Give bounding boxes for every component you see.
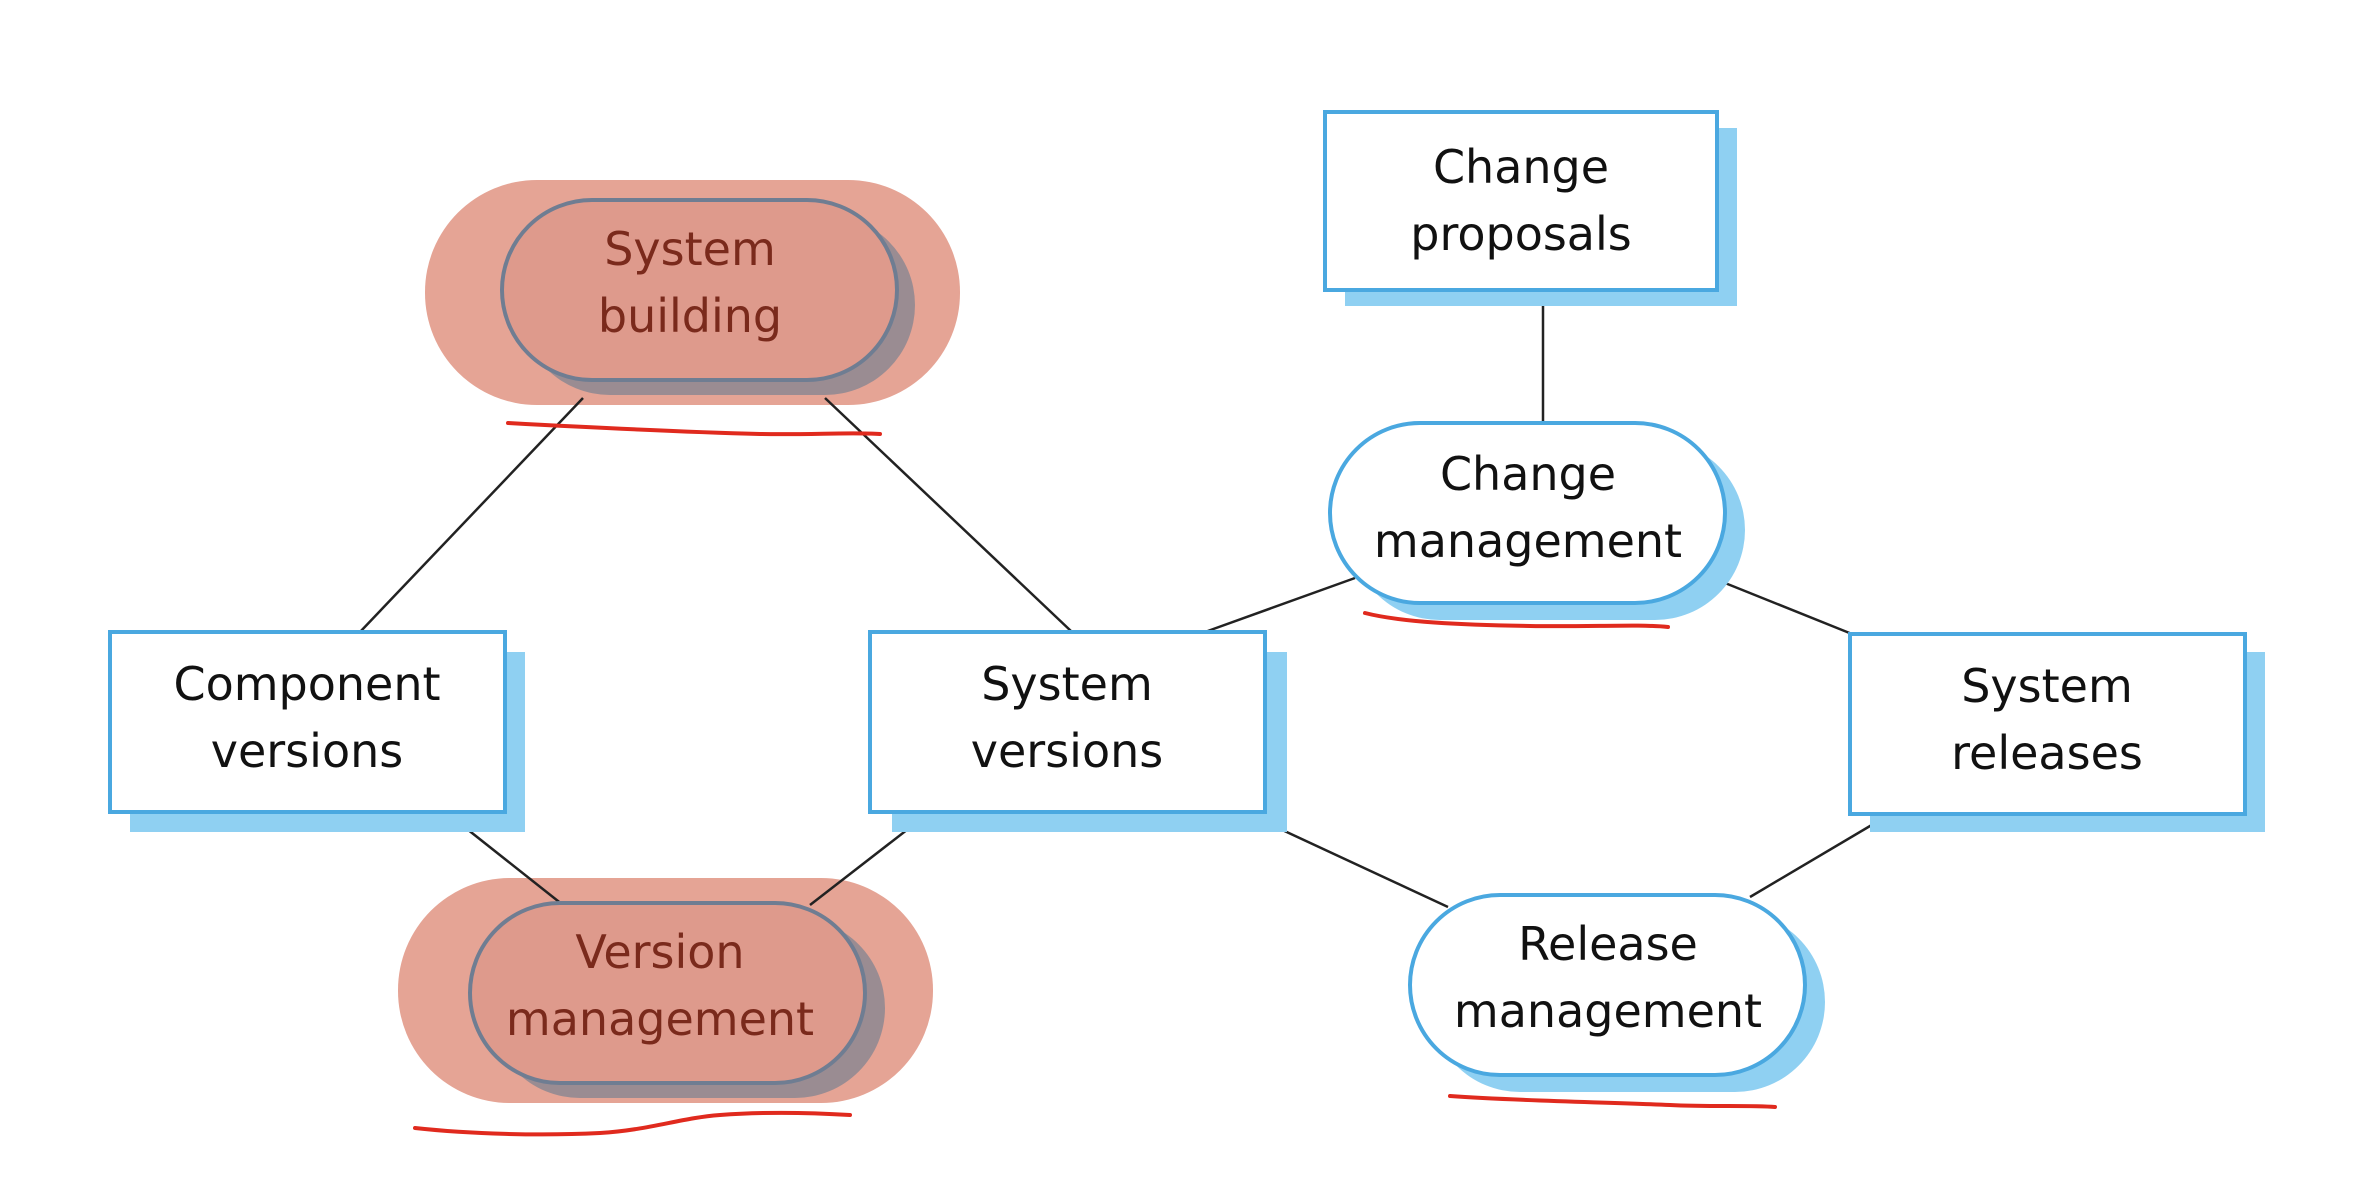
node-label-line-1: Change xyxy=(1440,447,1616,501)
node-version-management: Version management xyxy=(468,901,885,1098)
node-label-line-2: releases xyxy=(1951,726,2143,780)
node-release-management: Release management xyxy=(1408,893,1825,1092)
node-label-line-2: management xyxy=(1454,984,1762,1038)
node-change-proposals: Change proposals xyxy=(1323,110,1737,306)
node-label-line-1: Change xyxy=(1433,140,1609,194)
node-box xyxy=(868,630,1267,814)
underline-version-management xyxy=(413,1110,852,1137)
node-box xyxy=(1323,110,1719,292)
red-underline-annotations xyxy=(413,421,1777,1137)
node-label-line-1: Version xyxy=(575,925,744,979)
node-label-line-1: Component xyxy=(173,657,440,711)
node-pill xyxy=(500,198,899,382)
connector-system-building-to-system-versions xyxy=(824,397,1073,633)
node-label-line-2: versions xyxy=(971,724,1163,778)
node-change-management: Change management xyxy=(1328,421,1745,620)
underline-system-building xyxy=(506,421,882,437)
node-component-versions: Component versions xyxy=(108,630,525,832)
node-pill xyxy=(1328,421,1727,605)
underline-change-management xyxy=(1363,611,1670,629)
node-label-line-2: management xyxy=(506,992,814,1046)
node-box xyxy=(108,630,507,814)
node-label-line-1: System xyxy=(604,222,776,276)
node-label-line-1: System xyxy=(1961,659,2133,713)
node-label-line-2: proposals xyxy=(1410,207,1632,261)
underline-release-management xyxy=(1448,1094,1777,1109)
node-system-building: System building xyxy=(500,198,915,395)
connector-change-management-to-system-releases xyxy=(1724,581,1853,636)
node-label-line-2: versions xyxy=(211,724,403,778)
node-pill xyxy=(1408,893,1807,1077)
connector-system-releases-to-release-management xyxy=(1749,811,1893,899)
node-system-versions: System versions xyxy=(868,630,1287,832)
node-box xyxy=(1848,632,2247,816)
node-system-releases: System releases xyxy=(1848,632,2265,832)
node-label-line-2: building xyxy=(598,289,782,343)
connector-system-building-to-component-versions xyxy=(359,397,584,633)
node-label-line-2: management xyxy=(1374,514,1682,568)
connector-change-management-to-system-versions xyxy=(1204,576,1356,634)
node-label-line-1: System xyxy=(981,657,1153,711)
node-pill xyxy=(468,901,867,1085)
node-label-line-1: Release xyxy=(1518,917,1698,971)
